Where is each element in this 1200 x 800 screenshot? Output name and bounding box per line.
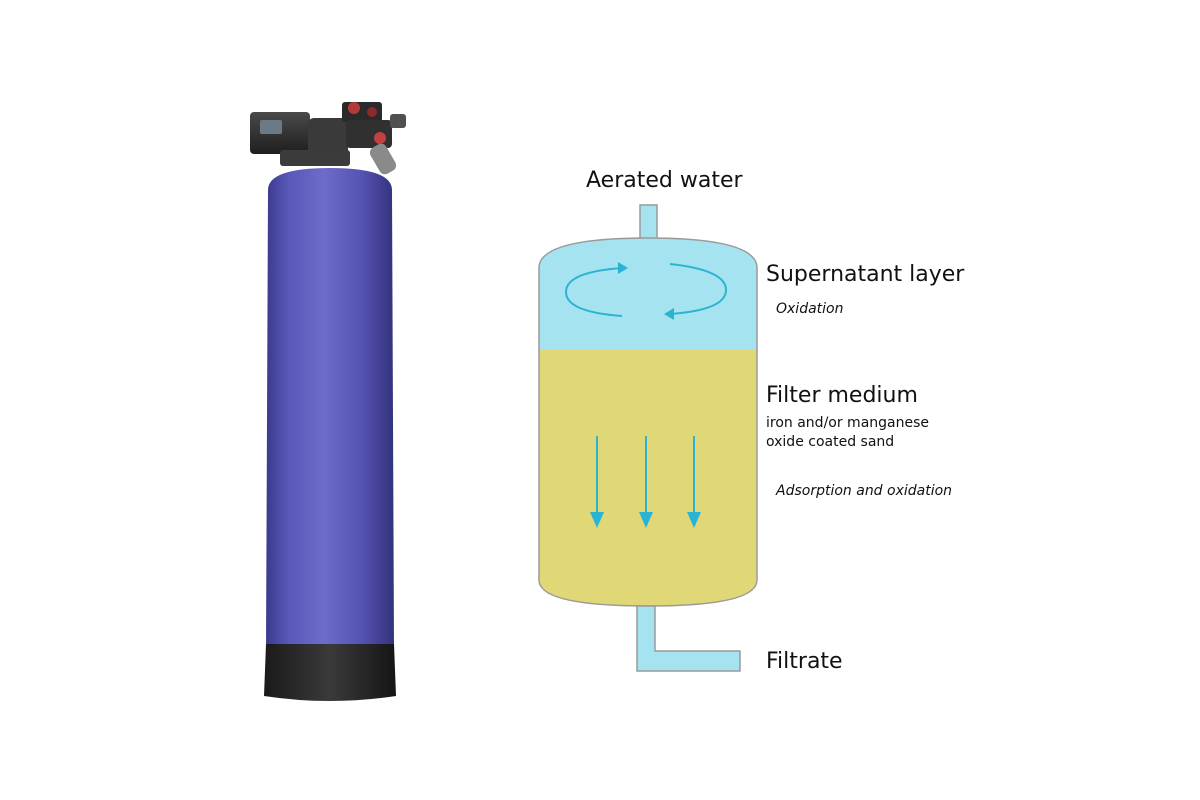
filtrate-label: Filtrate [766, 649, 843, 674]
oxidation-process-label: Oxidation [776, 301, 844, 317]
vessel-outline [538, 237, 758, 607]
outlet-pipe [636, 605, 741, 672]
supernatant-layer-label: Supernatant layer [766, 262, 965, 287]
tank-body [266, 168, 394, 650]
supernatant-zone [539, 238, 757, 350]
downward-flow-arrows-icon [590, 436, 701, 528]
control-head [250, 102, 406, 175]
adsorption-process-label: Adsorption and oxidation [776, 483, 953, 499]
filter-medium-description: iron and/or manganese oxide coated sand [766, 415, 930, 450]
circular-flow-arrows-icon [564, 262, 728, 320]
tank-base [264, 644, 396, 701]
filter-medium-zone [539, 350, 757, 606]
water-filter-tank-photo [250, 102, 406, 701]
filter-medium-label: Filter medium [766, 383, 918, 408]
inlet-label: Aerated water [586, 168, 743, 193]
